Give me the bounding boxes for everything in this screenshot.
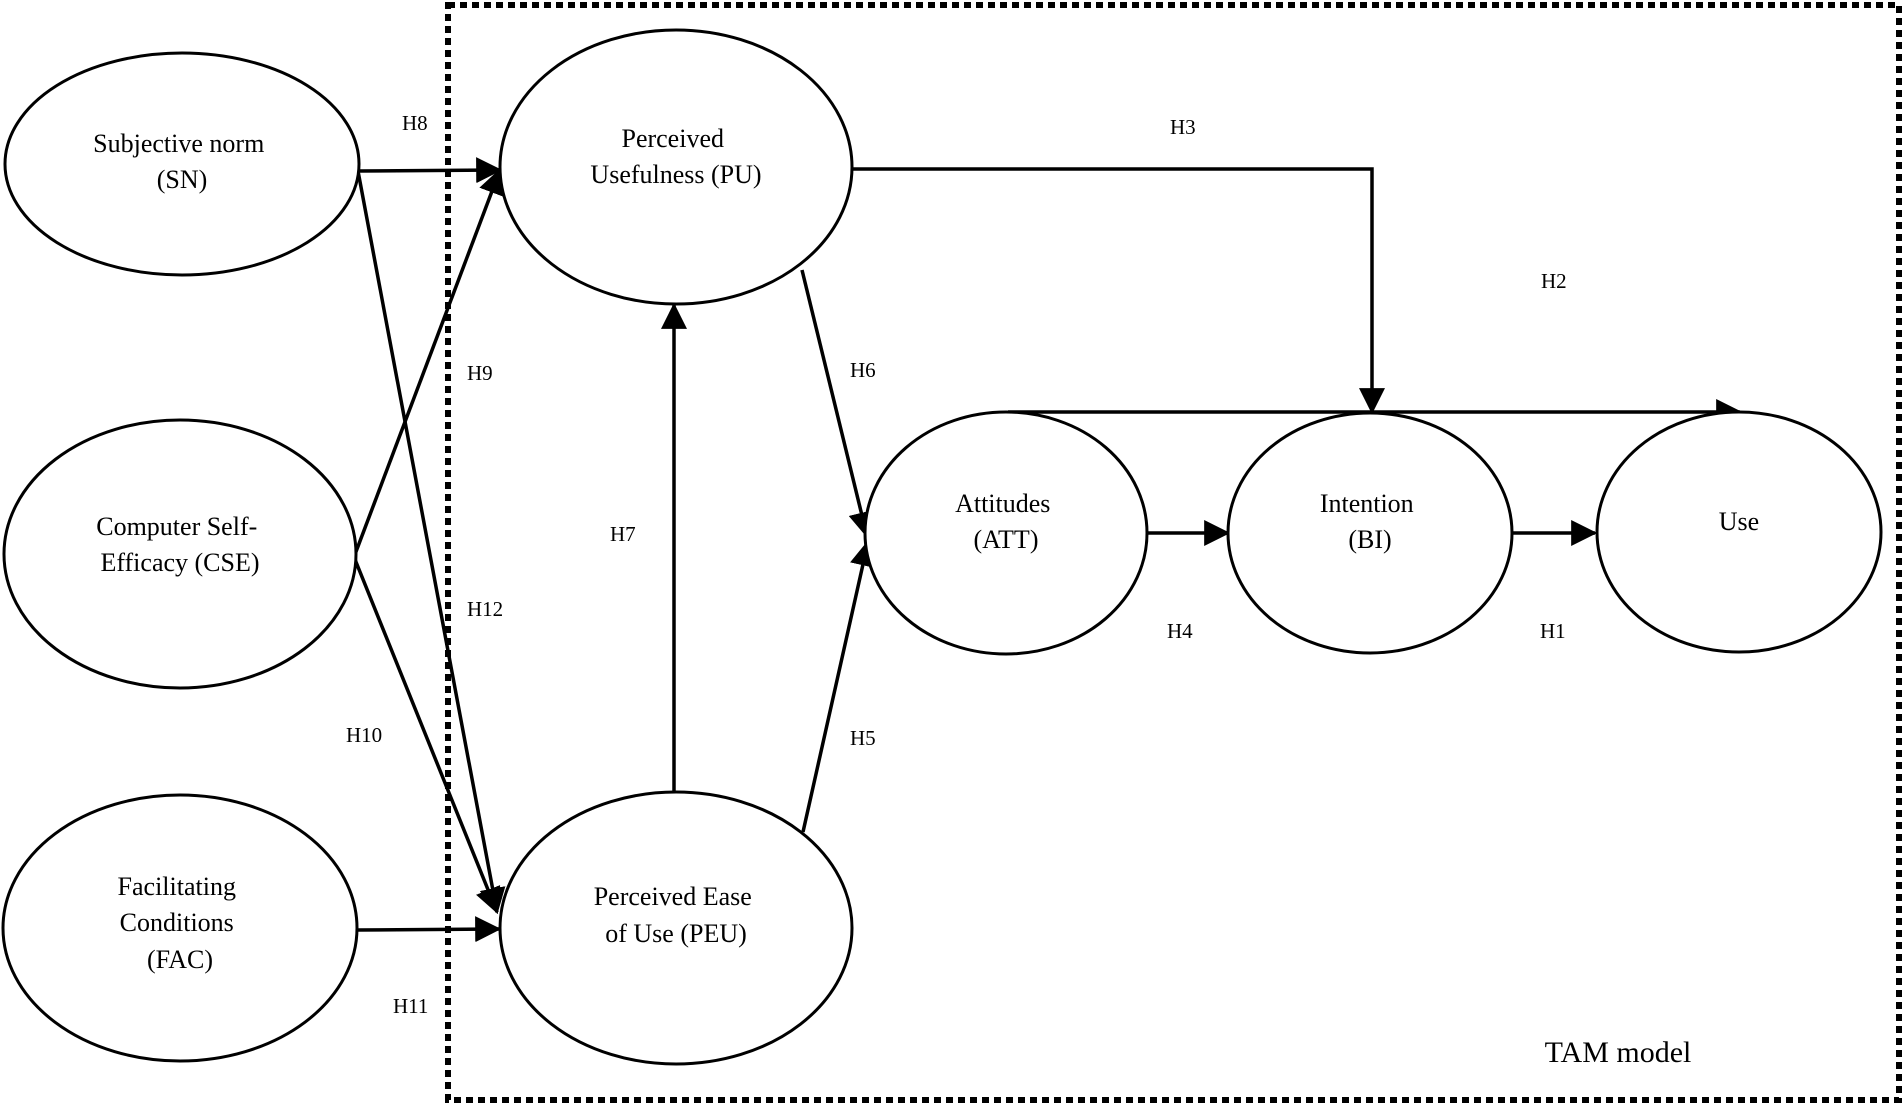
edge-label-h7: H7 [610,522,636,546]
tam-model-region-label: TAM model [1545,1036,1692,1069]
node-peu-ellipse [498,790,854,1066]
edge-h12-sn-to-peu [356,170,506,915]
node-sn-label: Subjective norm (SN) [93,129,271,194]
edge-label-h10: H10 [346,723,382,747]
node-use-label: Use [1719,507,1759,536]
edge-label-h5: H5 [850,726,876,750]
node-peu: Perceived Ease of Use (PEU) [498,790,854,1066]
node-use: Use [1595,410,1883,654]
node-fac-label: Facilitating Conditions (FAC) [118,872,243,974]
node-pu-label: Perceived Usefulness (PU) [590,124,761,189]
edge-label-h6: H6 [850,358,876,382]
node-bi: Intention (BI) [1226,411,1514,655]
node-peu-label: Perceived Ease of Use (PEU) [594,882,759,948]
node-fac: Facilitating Conditions (FAC) [1,793,359,1063]
node-fac-ellipse [1,793,359,1063]
node-att-ellipse [863,410,1149,656]
edge-label-h12: H12 [467,597,503,621]
edge-h8-sn-to-pu [357,157,503,184]
node-cse: Computer Self- Efficacy (CSE) [2,418,358,690]
tam-model-region-border [445,2,1902,1103]
node-sn: Subjective norm (SN) [3,51,361,277]
edge-label-h8: H8 [402,111,428,135]
node-pu: Perceived Usefulness (PU) [498,28,854,306]
edge-label-h9: H9 [467,361,493,385]
edge-label-h11: H11 [393,994,428,1018]
node-att-label: Attitudes (ATT) [955,489,1057,554]
edge-h11-fac-to-peu [357,916,502,943]
node-bi-label: Intention (BI) [1320,489,1420,554]
edge-h9-cse-to-pu [352,167,504,558]
edge-h5-peu-to-att [801,539,876,833]
edge-h6-pu-to-att [800,269,874,539]
node-cse-label: Computer Self- Efficacy (CSE) [96,512,264,577]
edge-h10-cse-to-peu [352,556,501,915]
node-cse-ellipse [2,418,358,690]
node-att: Attitudes (ATT) [863,410,1149,656]
node-sn-ellipse [3,51,361,277]
edge-label-h2: H2 [1541,269,1567,293]
edge-labels-layer: H8 H12 H9 H10 H11 H7 H6 H5 H3 H2 H4 H1 [346,111,1567,1018]
edge-label-h3: H3 [1170,115,1196,139]
node-bi-ellipse [1226,411,1514,655]
edge-label-h4: H4 [1167,619,1193,643]
edge-h3-pu-to-bi [853,167,1385,415]
node-pu-ellipse [498,28,854,306]
edge-label-h1: H1 [1540,619,1566,643]
node-use-ellipse [1595,410,1883,654]
